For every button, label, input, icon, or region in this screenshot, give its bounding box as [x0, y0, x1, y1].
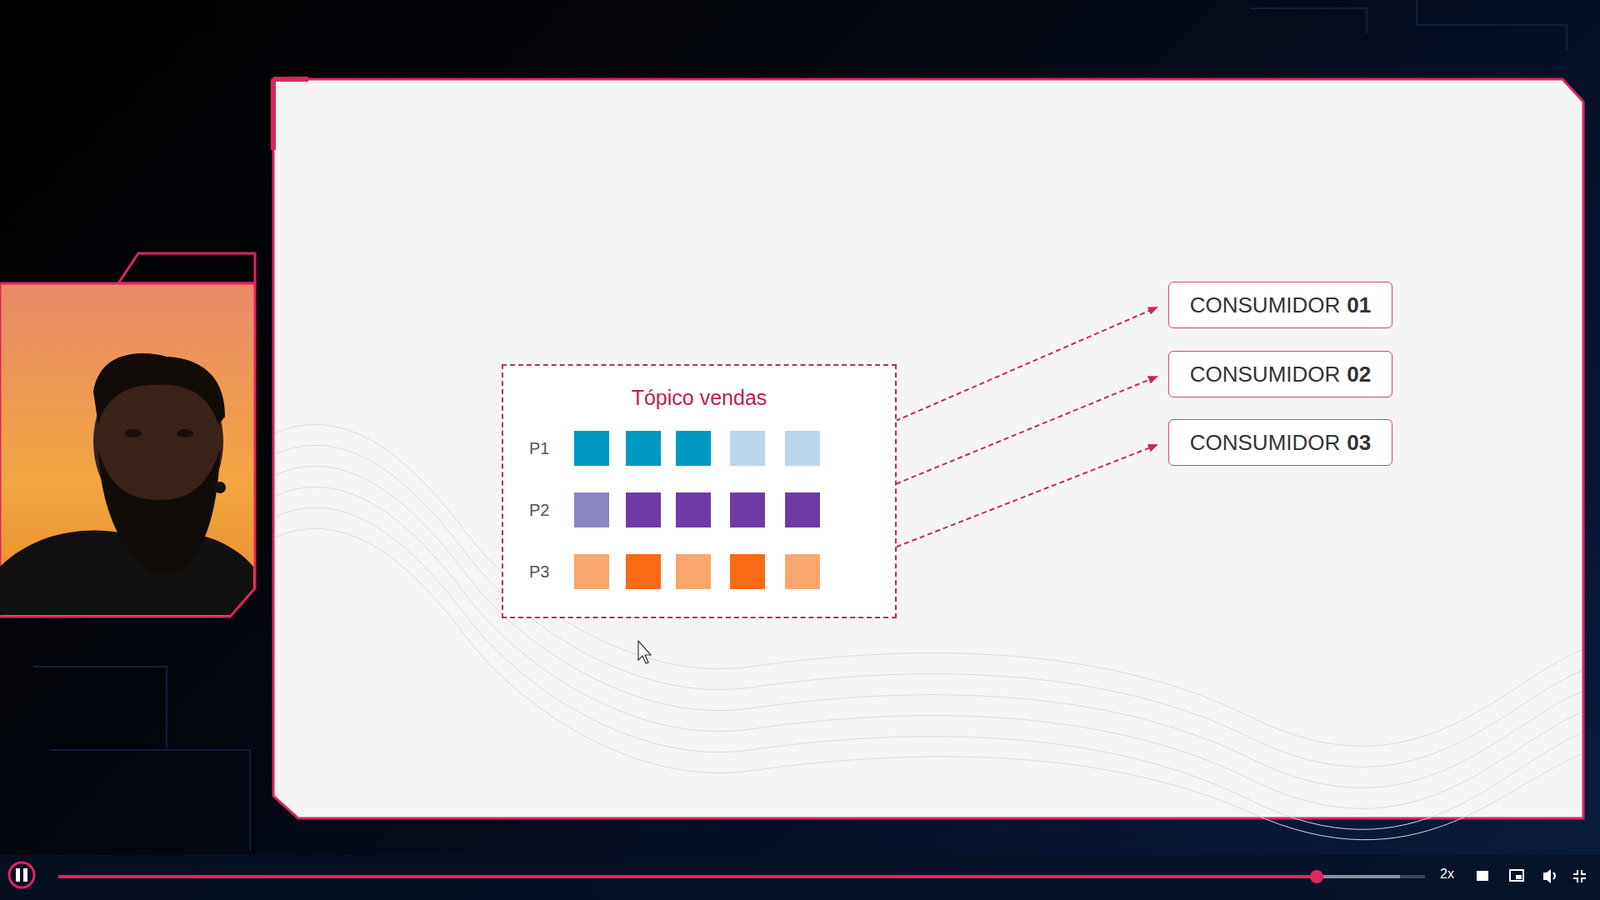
- message-square: [574, 430, 610, 466]
- message-square: [675, 430, 711, 466]
- consumer-number: 02: [1346, 361, 1371, 387]
- partition-label: P2: [529, 500, 550, 520]
- topic-box: Tópico vendasP1P2P3: [501, 364, 897, 619]
- partition-row: P3: [529, 551, 820, 592]
- message-square: [574, 554, 610, 590]
- consumer-number: 03: [1346, 430, 1371, 455]
- consumer-label: CONSUMIDOR: [1190, 292, 1341, 318]
- partition-label: P1: [529, 438, 550, 459]
- message-square: [730, 430, 765, 466]
- wave-mesh: [275, 424, 1582, 840]
- partition-label: P3: [529, 561, 550, 582]
- message-square: [785, 430, 820, 466]
- partition-row: P2: [529, 490, 820, 530]
- message-square: [574, 492, 610, 528]
- message-square: [625, 492, 661, 528]
- message-square: [730, 492, 765, 528]
- consumer-box: CONSUMIDOR02: [1168, 350, 1393, 398]
- player-bar: [0, 855, 1600, 900]
- message-square: [785, 492, 820, 528]
- consumer-number: 01: [1346, 292, 1371, 318]
- mouse-cursor: [638, 640, 651, 664]
- consumer-box: CONSUMIDOR01: [1168, 281, 1393, 329]
- partition-row: P1: [529, 428, 820, 469]
- consumer-label: CONSUMIDOR: [1190, 430, 1341, 455]
- playback-speed: 2x: [1440, 866, 1455, 882]
- webcam-feed: [0, 283, 255, 617]
- consumer-label: CONSUMIDOR: [1190, 361, 1341, 387]
- message-square: [625, 430, 661, 466]
- message-square: [730, 554, 765, 590]
- message-square: [675, 492, 711, 528]
- topic-title: Tópico vendas: [503, 385, 895, 410]
- message-square: [625, 554, 661, 590]
- message-square: [785, 554, 820, 590]
- webcam-tab: [118, 253, 255, 284]
- slide-frame: [273, 79, 1584, 819]
- message-square: [675, 554, 711, 590]
- consumer-box: CONSUMIDOR03: [1168, 419, 1393, 466]
